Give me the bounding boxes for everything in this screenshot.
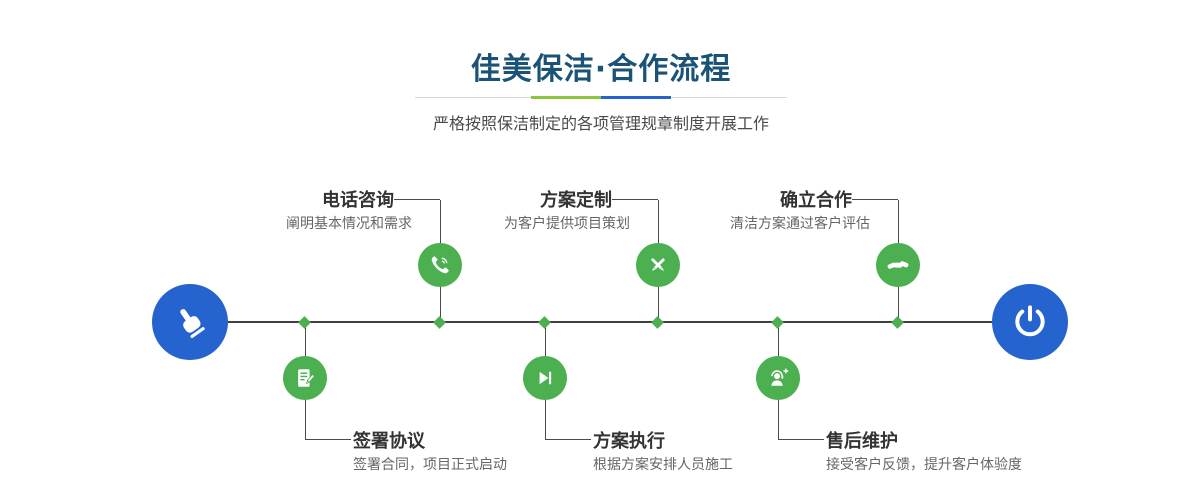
step-icon-circle <box>636 243 680 287</box>
timeline-marker <box>298 316 311 329</box>
step-desc: 接受客户反馈，提升客户体验度 <box>826 457 1022 473</box>
phone-icon <box>429 254 451 276</box>
step-title: 电话咨询 <box>322 190 394 211</box>
step-title: 确立合作 <box>780 190 852 211</box>
pointing-hand-icon <box>171 303 209 341</box>
step-title: 方案定制 <box>540 190 612 211</box>
step-title: 签署协议 <box>353 431 425 452</box>
step-desc: 签署合同，项目正式启动 <box>353 457 507 473</box>
step-connector-line <box>305 439 351 440</box>
step-desc: 根据方案安排人员施工 <box>593 457 733 473</box>
step-icon-circle <box>756 356 800 400</box>
page-title: 佳美保洁·合作流程 <box>470 52 732 87</box>
step-title: 方案执行 <box>593 431 665 452</box>
divider-blue-segment <box>601 96 671 99</box>
step-desc: 清洁方案通过客户评估 <box>730 216 870 232</box>
timeline-start-node <box>152 284 228 360</box>
step-connector-line <box>612 199 658 200</box>
step-desc: 为客户提供项目策划 <box>504 216 630 232</box>
step-icon-circle <box>876 243 920 287</box>
step-connector-line <box>852 199 898 200</box>
handshake-icon <box>886 253 910 277</box>
page-subtitle: 严格按照保洁制定的各项管理规章制度开展工作 <box>432 114 769 133</box>
timeline-end-node <box>992 284 1068 360</box>
title-divider <box>415 96 787 99</box>
divider-green-segment <box>531 96 601 99</box>
timeline-marker <box>891 316 904 329</box>
design-tools-icon <box>647 254 669 276</box>
power-icon <box>1010 302 1050 342</box>
play-icon <box>535 368 555 388</box>
step-title: 售后维护 <box>826 431 898 452</box>
document-sign-icon <box>294 367 316 389</box>
step-icon-circle <box>283 356 327 400</box>
timeline-marker <box>538 316 551 329</box>
timeline-marker <box>771 316 784 329</box>
step-icon-circle <box>523 356 567 400</box>
timeline-line <box>190 321 1030 323</box>
step-icon-circle <box>418 243 462 287</box>
step-desc: 阐明基本情况和需求 <box>286 216 412 232</box>
headset-plus-icon <box>767 367 790 390</box>
step-connector-line <box>394 199 440 200</box>
step-connector-line <box>545 439 591 440</box>
timeline-marker <box>651 316 664 329</box>
step-connector-line <box>778 439 824 440</box>
timeline-marker <box>433 316 446 329</box>
